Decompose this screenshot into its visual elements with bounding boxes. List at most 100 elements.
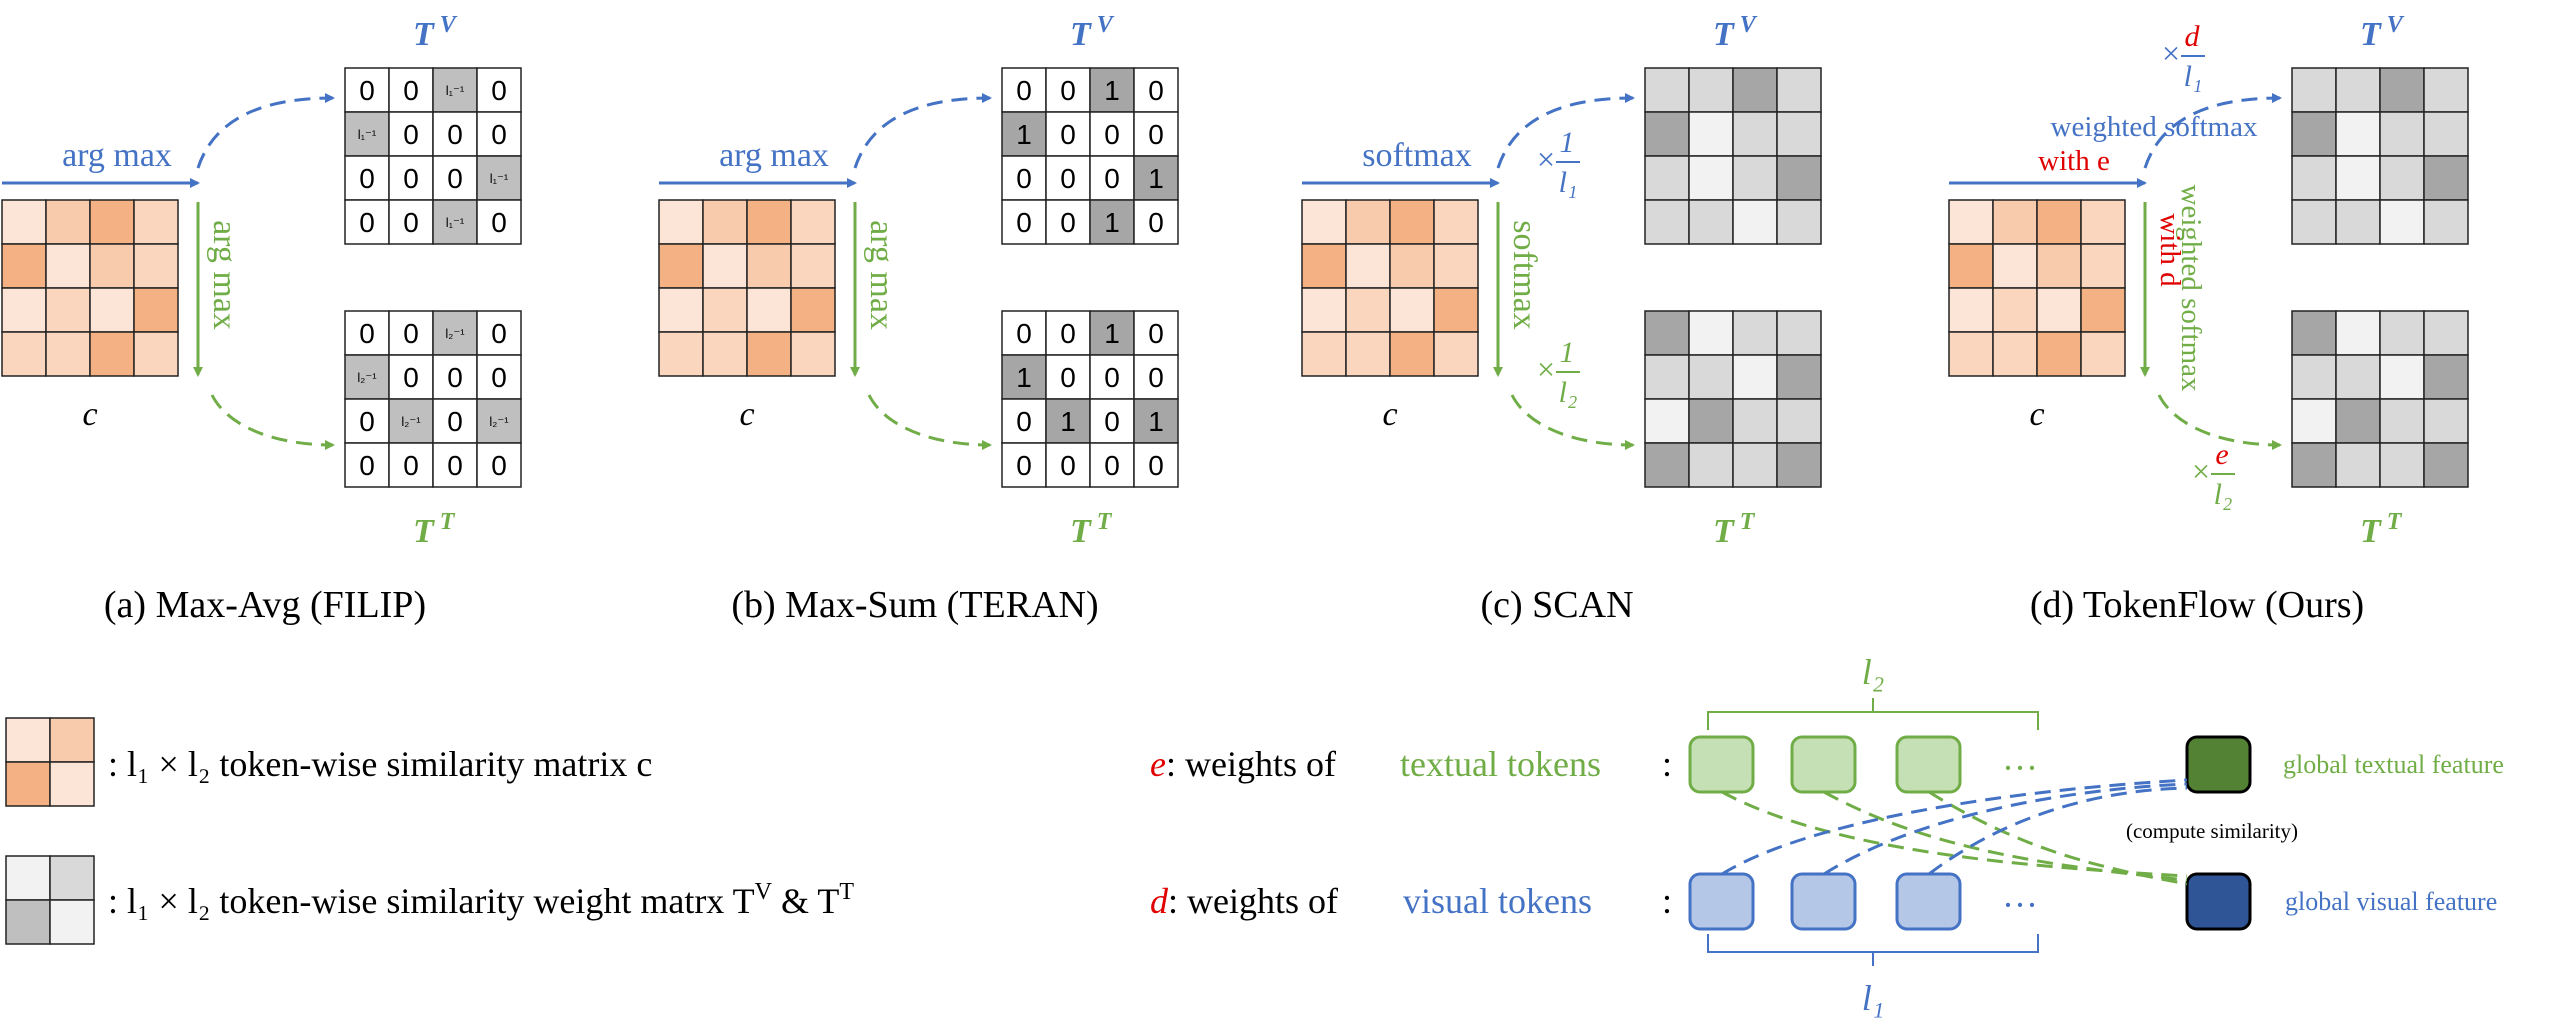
tt-matrix-a-cell-0-2 [432, 310, 478, 356]
tv-matrix-d-cell-1-3 [2423, 111, 2469, 157]
tv-matrix-b-cell-3-3 [1133, 199, 1179, 245]
tv-matrix-d-cell-0-1 [2335, 67, 2381, 113]
tt-matrix-d-cell-1-2 [2379, 354, 2425, 400]
tv-matrix-a-cell-0-0 [344, 67, 390, 113]
tv-matrix-c-cell-1-0 [1644, 111, 1690, 157]
tv-matrix-a-value-2-0: 0 [359, 163, 375, 194]
scale-v-c-num: 1 [1560, 126, 1575, 159]
c-matrix-c-cell-2-1 [1345, 287, 1391, 333]
tv-matrix-b-value-2-0: 0 [1016, 163, 1032, 194]
tt-matrix-b-value-0-1: 0 [1060, 318, 1076, 349]
c-matrix-b-cell-0-0 [658, 199, 704, 245]
tt-matrix-a-value-3-1: 0 [403, 450, 419, 481]
tt-matrix-a-value-0-1: 0 [403, 318, 419, 349]
c-matrix-b-cell-3-3 [790, 331, 836, 377]
tv-matrix-c-cell-0-0 [1644, 67, 1690, 113]
visual-token-2 [1790, 872, 1857, 931]
tt-matrix-b-value-2-1: 1 [1060, 406, 1076, 437]
tt-matrix-b-cell-3-2 [1089, 442, 1135, 488]
tt-matrix-d-cell-3-3 [2423, 442, 2469, 488]
tt-matrix-d-cell-0-3 [2423, 310, 2469, 356]
tt-matrix-a-value-2-1: l₂⁻¹ [401, 414, 421, 429]
c-matrix-b-cell-0-2 [746, 199, 792, 245]
textual-token-3 [1895, 735, 1962, 794]
c-matrix-a-cell-2-0 [1, 287, 47, 333]
c-matrix-d-cell-3-0 [1948, 331, 1994, 377]
tv-matrix-c-cell-3-1 [1688, 199, 1734, 245]
tv-matrix-b-value-1-1: 0 [1060, 119, 1076, 150]
tv-matrix-a-value-1-1: 0 [403, 119, 419, 150]
c-matrix-b-cell-3-1 [702, 331, 748, 377]
tv-matrix-a-cell-1-1 [388, 111, 434, 157]
scale-v-d-den: l₁ [2184, 60, 2203, 93]
tt-matrix-b-cell-1-0 [1001, 354, 1047, 400]
tt-matrix-c-cell-3-0 [1644, 442, 1690, 488]
tt-matrix-b-value-3-1: 0 [1060, 450, 1076, 481]
tt-matrix-d-cell-3-0 [2291, 442, 2337, 488]
tv-matrix-a-value-2-2: 0 [447, 163, 463, 194]
tt-matrix-a-value-2-3: l₂⁻¹ [489, 414, 509, 429]
tv-matrix-b-cell-1-1 [1045, 111, 1091, 157]
tt-matrix-a-cell-1-1 [388, 354, 434, 400]
tv-matrix-a-value-0-2: l₁⁻¹ [446, 83, 465, 98]
v-op-label-b: arg max [863, 220, 900, 330]
tt-matrix-d-cell-2-0 [2291, 398, 2337, 444]
tv-matrix-b-value-0-0: 0 [1016, 75, 1032, 106]
c-matrix-a-cell-1-1 [45, 243, 91, 289]
c-matrix-d-cell-2-0 [1948, 287, 1994, 333]
c-matrix-b-cell-3-0 [658, 331, 704, 377]
l2-bracket [1707, 698, 2039, 730]
tt-matrix-a-cell-3-0 [344, 442, 390, 488]
caption-c: (c) SCAN [1480, 584, 1633, 626]
h-op-label-b: arg max [719, 137, 829, 174]
tt-matrix-a-value-1-1: 0 [403, 362, 419, 393]
tv-matrix-d-cell-0-2 [2379, 67, 2425, 113]
c-matrix-d-cell-1-1 [1992, 243, 2038, 289]
h-op-label-d: weighted softmax [2051, 111, 2258, 143]
tt-matrix-c-cell-2-1 [1688, 398, 1734, 444]
tt-matrix-c-cell-3-2 [1732, 442, 1778, 488]
v-op-label-c: softmax [1506, 220, 1543, 330]
tt-matrix-a-cell-1-2 [432, 354, 478, 400]
tt-matrix-d-cell-0-1 [2335, 310, 2381, 356]
tt-matrix-b-value-1-0: 1 [1016, 362, 1032, 393]
c-matrix-b-cell-2-1 [702, 287, 748, 333]
v-op-label-d: weighted softmax [2175, 185, 2207, 392]
c-matrix-c-cell-1-1 [1345, 243, 1391, 289]
tt-matrix-c-cell-1-0 [1644, 354, 1690, 400]
tv-matrix-d-cell-2-2 [2379, 155, 2425, 201]
tt-matrix-a-value-0-2: l₂⁻¹ [445, 326, 465, 341]
scale-t-d-prefix: × [2192, 453, 2210, 489]
tt-matrix-c-cell-0-2 [1732, 310, 1778, 356]
legend-gray-swatch [5, 855, 95, 945]
textual-token-boxes [1688, 735, 1962, 794]
c-matrix-c-cell-0-2 [1389, 199, 1435, 245]
tv-matrix-d-cell-2-3 [2423, 155, 2469, 201]
c-matrix-a-cell-3-2 [89, 331, 135, 377]
legend-colon-e: : [1662, 744, 1672, 784]
global-textual-box [2185, 735, 2252, 794]
tv-matrix-b-cell-0-0 [1001, 67, 1047, 113]
visual-token-boxes [1688, 872, 1962, 931]
tv-matrix-c-cell-2-0 [1644, 155, 1690, 201]
tt-matrix-a-cell-2-2 [432, 398, 478, 444]
visual-ellipsis: ··· [2002, 885, 2038, 925]
tt-matrix-a-cell-0-0 [344, 310, 390, 356]
tv-matrix-a-value-0-0: 0 [359, 75, 375, 106]
tv-matrix-d-cell-3-2 [2379, 199, 2425, 245]
c-label-d: c [2029, 396, 2044, 433]
tv-matrix-b-cell-3-1 [1045, 199, 1091, 245]
tv-curve-b [853, 93, 992, 169]
c-matrix-c-cell-3-2 [1389, 331, 1435, 377]
v-with-label-d: with d [2154, 213, 2186, 287]
tt-matrix-b-value-0-0: 0 [1016, 318, 1032, 349]
tt-matrix-b-cell-1-3 [1133, 354, 1179, 400]
c-matrix-a-cell-0-0 [1, 199, 47, 245]
tt-matrix-a-value-2-0: 0 [359, 406, 375, 437]
tt-matrix-b-value-1-2: 0 [1104, 362, 1120, 393]
scale-t-c-prefix: × [1537, 351, 1555, 387]
scale-v-c-prefix: × [1537, 141, 1555, 177]
